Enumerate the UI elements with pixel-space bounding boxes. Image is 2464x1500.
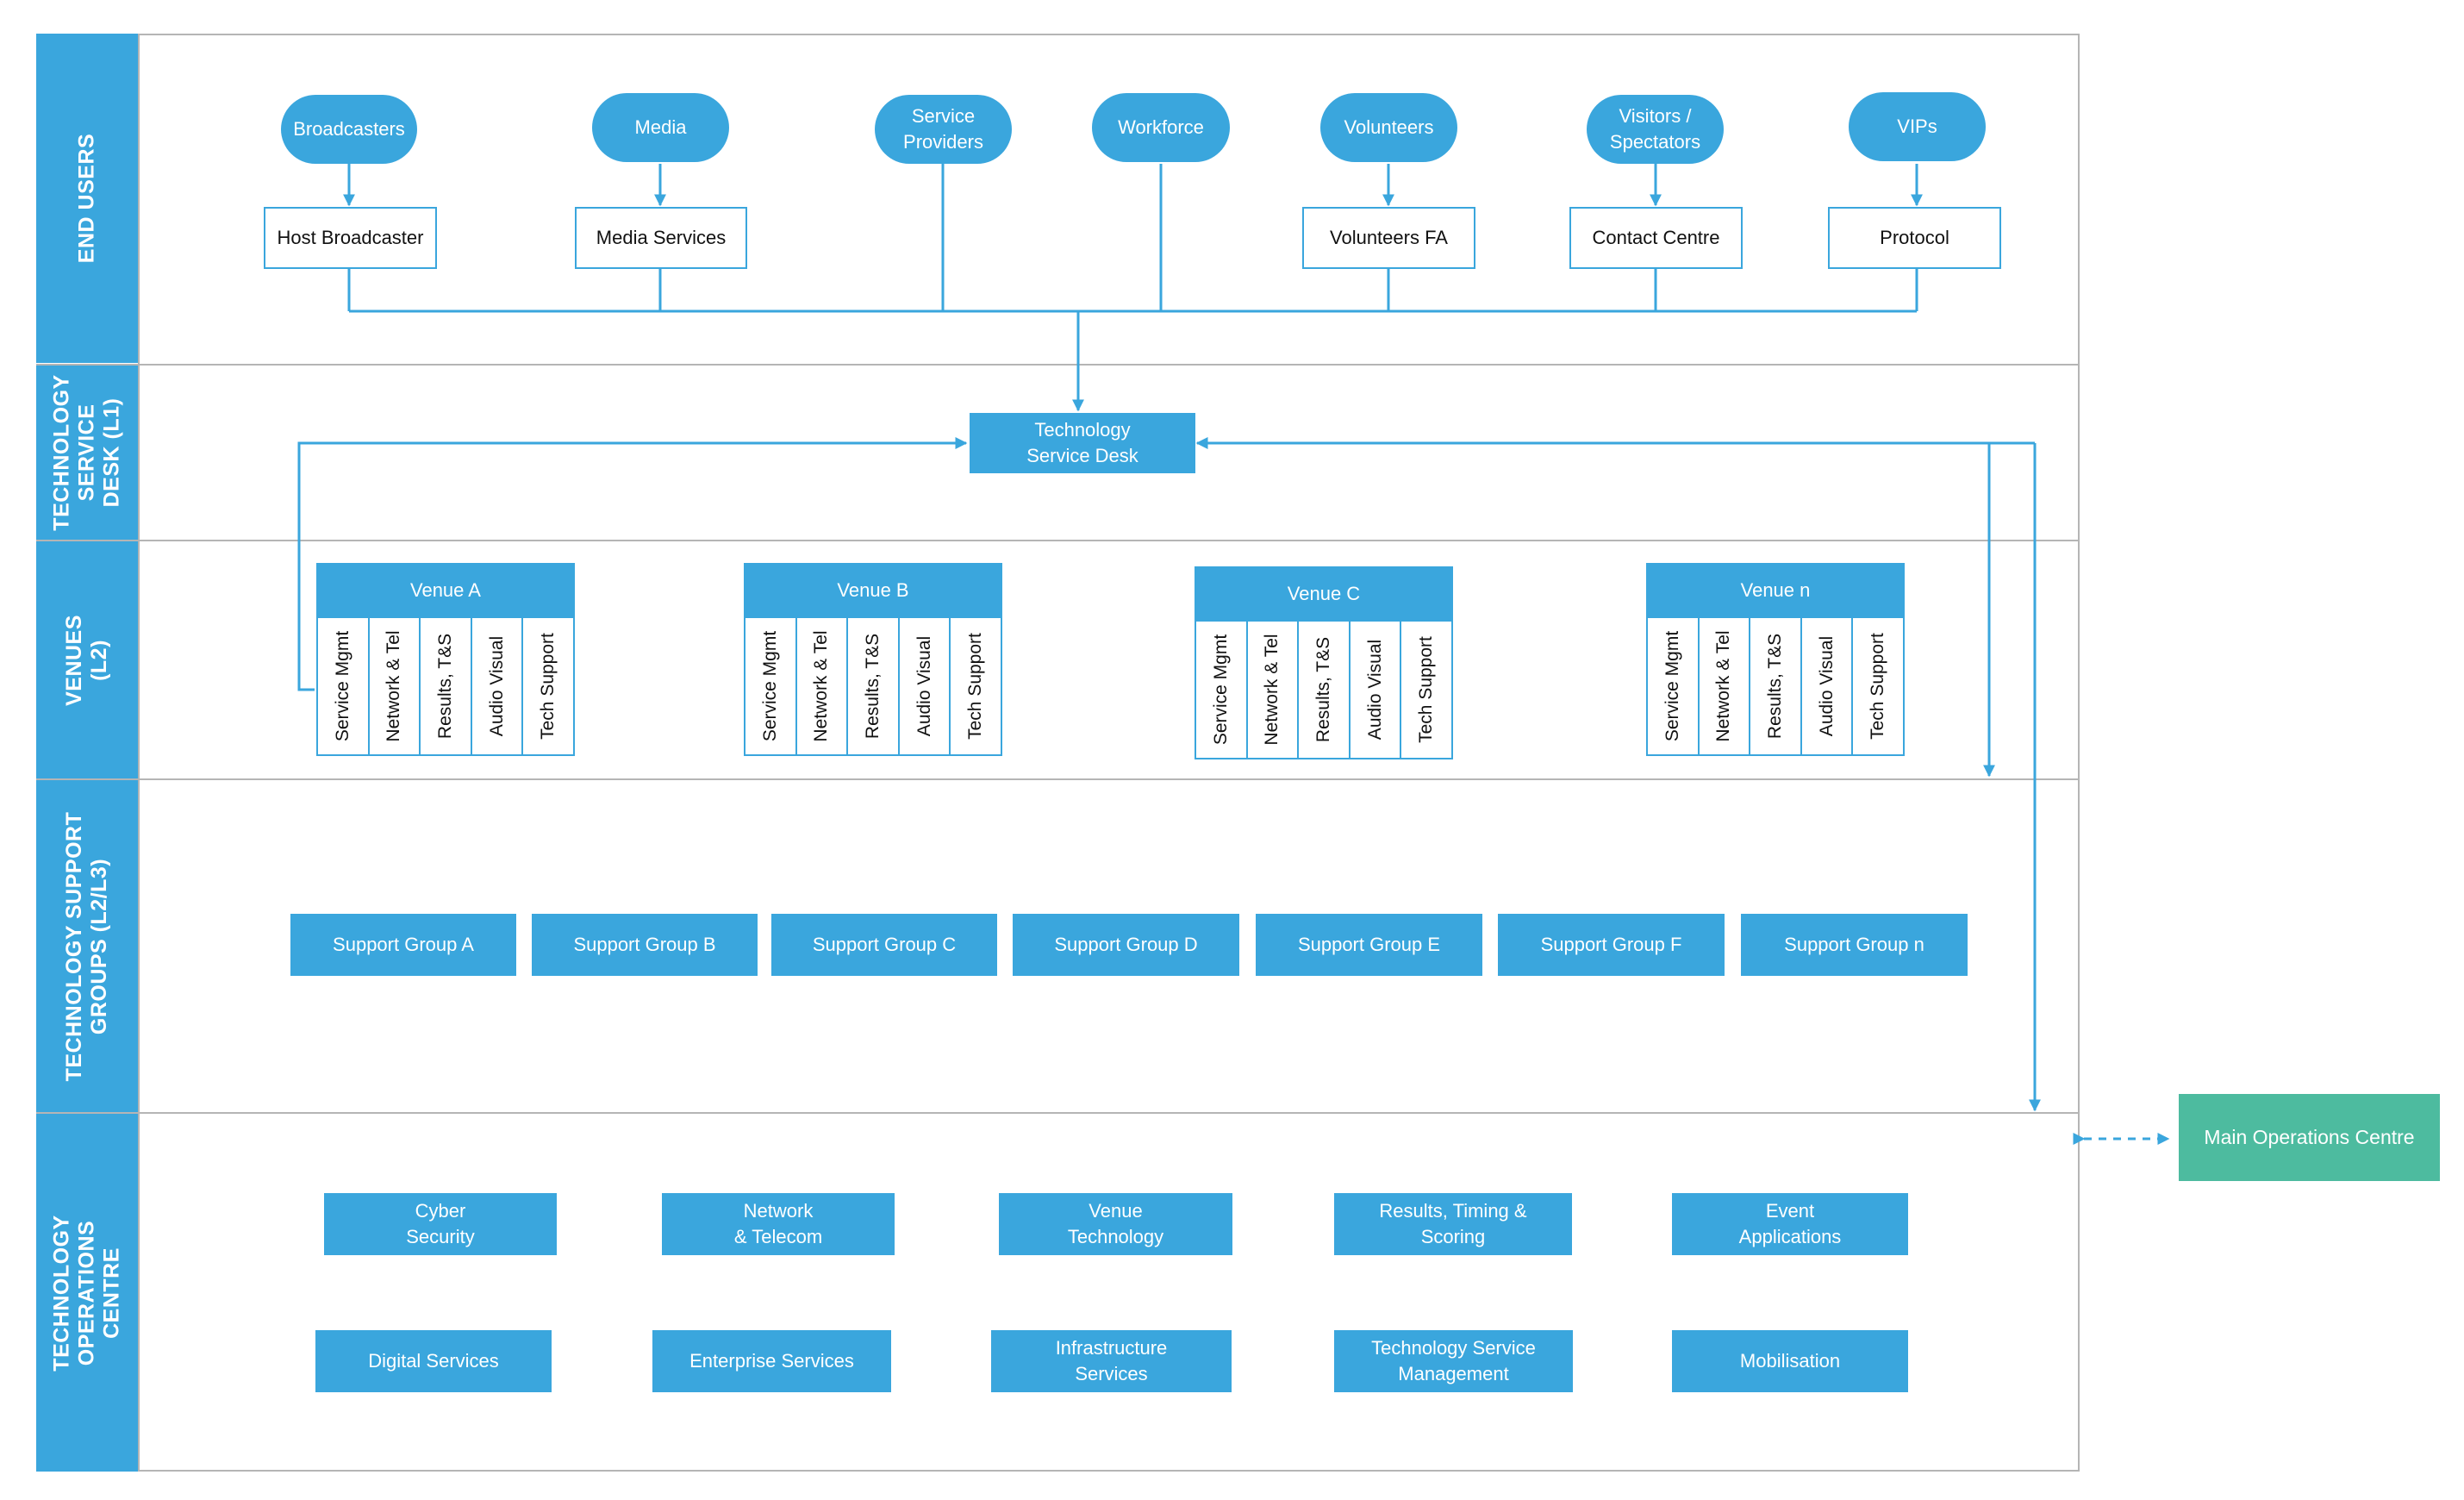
lane-service-desk: TECHNOLOGY SERVICE DESK (L1) (36, 365, 138, 541)
venue-title: Venue C (1195, 566, 1453, 622)
protocol-box[interactable]: Protocol (1828, 207, 2001, 269)
ops-event-applications[interactable]: Event Applications (1672, 1193, 1908, 1255)
venue-function: Tech Support (523, 618, 575, 756)
support-group-f[interactable]: Support Group F (1498, 914, 1725, 976)
venue-title: Venue n (1646, 563, 1905, 618)
ops-technology-service-management[interactable]: Technology Service Management (1334, 1330, 1573, 1392)
end-user-vips[interactable]: VIPs (1849, 92, 1986, 161)
lane-operations: TECHNOLOGY OPERATIONS CENTRE (36, 1114, 138, 1472)
venue-n[interactable]: Venue n Service Mgmt Network & Tel Resul… (1646, 563, 1905, 756)
venue-function: Network & Tel (369, 618, 421, 756)
venue-function: Results, T&S (421, 618, 472, 756)
end-user-media[interactable]: Media (592, 93, 729, 162)
ops-infrastructure-services[interactable]: Infrastructure Services (991, 1330, 1232, 1392)
ops-enterprise-services[interactable]: Enterprise Services (652, 1330, 891, 1392)
lane-divider (36, 1112, 2080, 1114)
end-user-volunteers[interactable]: Volunteers (1320, 93, 1457, 162)
lane-divider (36, 364, 2080, 366)
ops-network-telecom[interactable]: Network & Telecom (662, 1193, 895, 1255)
venue-function: Tech Support (1853, 618, 1905, 756)
venue-function: Service Mgmt (1646, 618, 1700, 756)
venue-function: Audio Visual (1801, 618, 1854, 756)
support-group-a[interactable]: Support Group A (290, 914, 516, 976)
ops-results-timing-scoring[interactable]: Results, Timing & Scoring (1334, 1193, 1572, 1255)
venue-function: Audio Visual (899, 618, 951, 756)
end-user-workforce[interactable]: Workforce (1092, 93, 1230, 162)
support-group-n[interactable]: Support Group n (1741, 914, 1968, 976)
venue-function: Audio Visual (471, 618, 524, 756)
support-group-e[interactable]: Support Group E (1256, 914, 1482, 976)
venue-b[interactable]: Venue B Service Mgmt Network & Tel Resul… (744, 563, 1002, 756)
lane-divider (36, 540, 2080, 541)
venue-function: Network & Tel (1247, 622, 1300, 759)
support-group-b[interactable]: Support Group B (532, 914, 758, 976)
venue-function: Results, T&S (1299, 622, 1351, 759)
venue-function: Tech Support (951, 618, 1002, 756)
ops-venue-technology[interactable]: Venue Technology (999, 1193, 1232, 1255)
ops-digital-services[interactable]: Digital Services (315, 1330, 552, 1392)
venue-function: Audio Visual (1350, 622, 1402, 759)
venue-c[interactable]: Venue C Service Mgmt Network & Tel Resul… (1195, 566, 1453, 759)
venue-function: Service Mgmt (1195, 622, 1248, 759)
end-user-broadcasters[interactable]: Broadcasters (281, 95, 417, 164)
venue-function: Network & Tel (796, 618, 849, 756)
main-operations-centre[interactable]: Main Operations Centre (2179, 1094, 2440, 1181)
lane-end-users: END USERS (36, 34, 138, 365)
ops-mobilisation[interactable]: Mobilisation (1672, 1330, 1908, 1392)
venue-title: Venue B (744, 563, 1002, 618)
venue-title: Venue A (316, 563, 575, 618)
venue-function: Network & Tel (1699, 618, 1751, 756)
venue-function: Service Mgmt (316, 618, 370, 756)
lane-divider (36, 778, 2080, 780)
volunteers-fa-box[interactable]: Volunteers FA (1302, 207, 1475, 269)
venue-function: Service Mgmt (744, 618, 797, 756)
ops-cyber-security[interactable]: Cyber Security (324, 1193, 557, 1255)
venue-function: Tech Support (1401, 622, 1453, 759)
contact-centre-box[interactable]: Contact Centre (1569, 207, 1743, 269)
venue-function: Results, T&S (1750, 618, 1802, 756)
support-group-c[interactable]: Support Group C (771, 914, 997, 976)
venue-a[interactable]: Venue A Service Mgmt Network & Tel Resul… (316, 563, 575, 756)
host-broadcaster-box[interactable]: Host Broadcaster (264, 207, 437, 269)
end-user-service-providers[interactable]: Service Providers (875, 95, 1012, 164)
media-services-box[interactable]: Media Services (575, 207, 747, 269)
technology-service-desk[interactable]: Technology Service Desk (970, 413, 1195, 473)
venue-function: Results, T&S (848, 618, 900, 756)
lane-venues: VENUES (L2) (36, 541, 138, 780)
end-user-visitors-spectators[interactable]: Visitors / Spectators (1587, 95, 1724, 164)
support-group-d[interactable]: Support Group D (1013, 914, 1239, 976)
